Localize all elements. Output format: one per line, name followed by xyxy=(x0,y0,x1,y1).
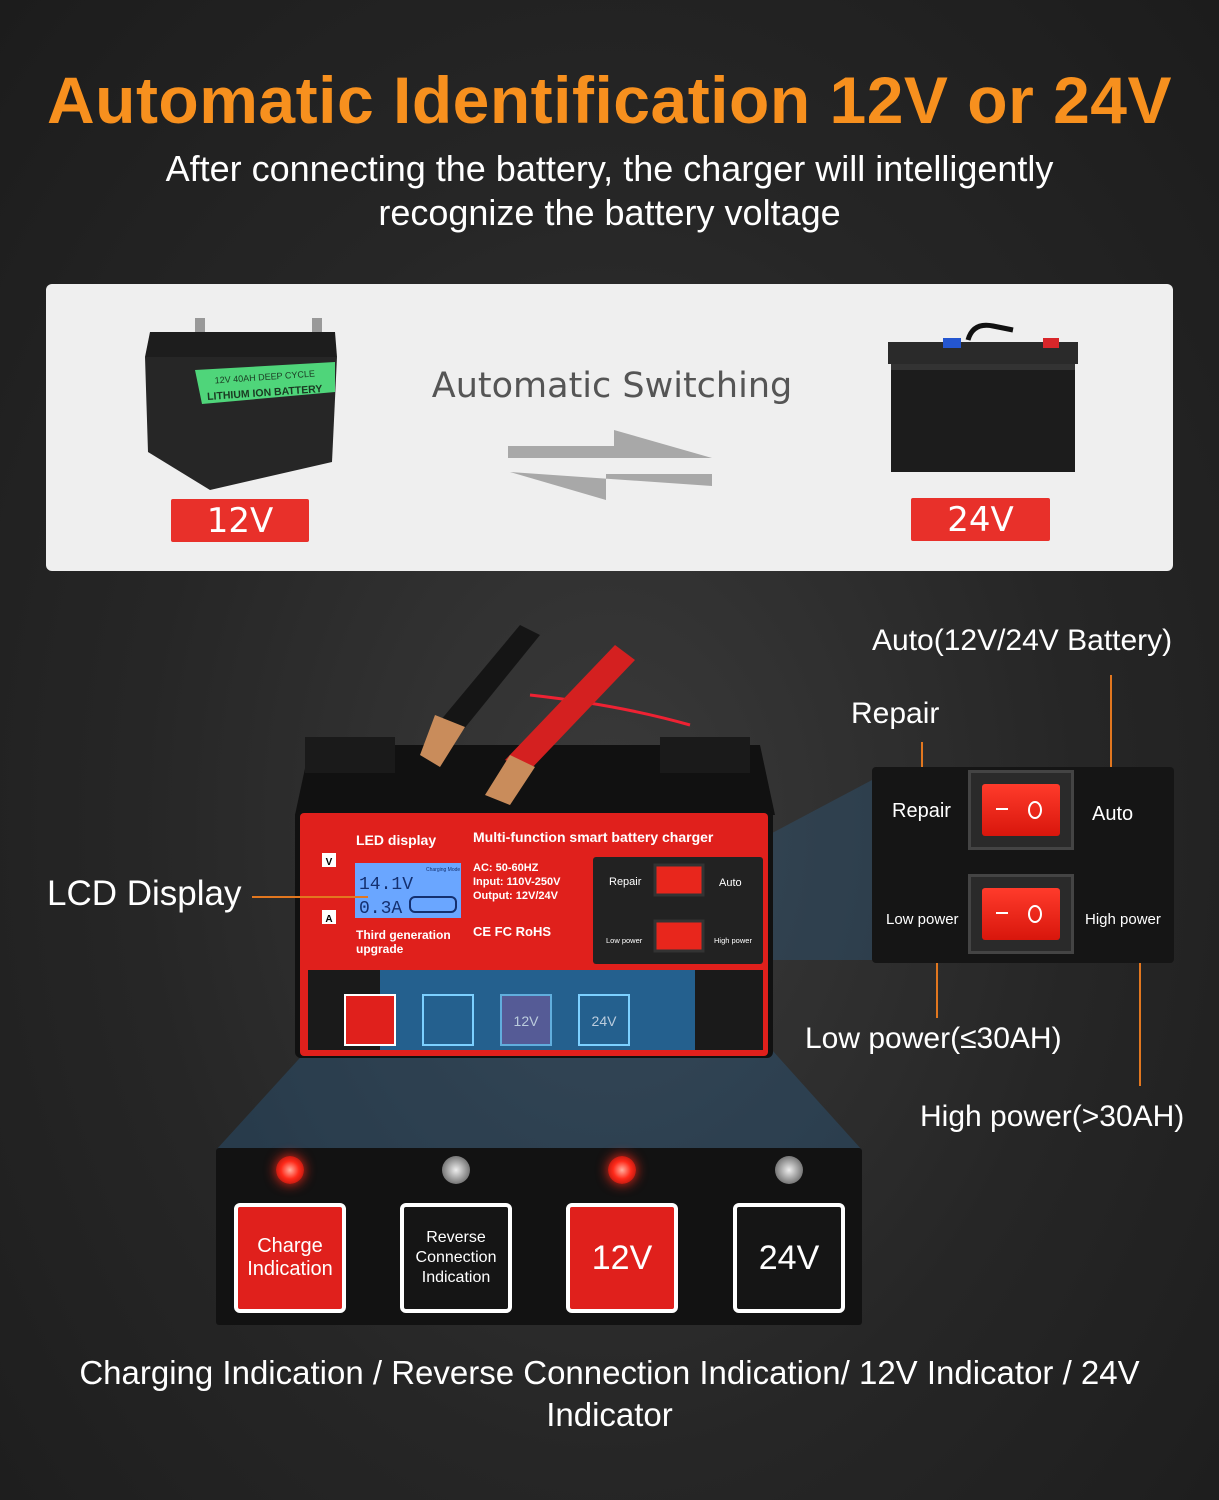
charger-ind-12v: 12V xyxy=(514,1013,540,1029)
upgrade-line-2: upgrade xyxy=(356,942,404,956)
indicator-reverse-line-1: Reverse xyxy=(426,1229,486,1246)
callout-low-power: Low power(≤30AH) xyxy=(805,1022,1062,1055)
lcd-voltage: 14.1V xyxy=(359,875,413,895)
switch-arrows-icon xyxy=(508,430,712,500)
indicator-24v-label: 24V xyxy=(758,1238,820,1277)
callout-line xyxy=(252,896,368,898)
charger-switch-low: Low power xyxy=(606,936,643,945)
charger-ind-24v: 24V xyxy=(592,1013,618,1029)
switch-label-repair: Repair xyxy=(892,800,951,822)
switch-label-auto: Auto xyxy=(1092,803,1134,825)
callout-line xyxy=(1139,940,1141,1086)
charger-switch-auto: Auto xyxy=(719,877,742,889)
repair-auto-switch[interactable] xyxy=(968,770,1074,850)
callout-line xyxy=(1110,675,1112,795)
v-tag: V xyxy=(326,857,333,868)
indicator-24v: 24V xyxy=(733,1203,845,1313)
callout-line xyxy=(936,940,938,1018)
indicator-12v-label: 12V xyxy=(591,1238,653,1277)
indicator-charge-line-2: Indication xyxy=(247,1258,333,1280)
a-tag: A xyxy=(325,914,332,925)
indicator-charge: Charge Indication xyxy=(234,1203,346,1313)
lithium-battery-image: 12V 40AH DEEP CYCLE LITHIUM ION BATTERY xyxy=(145,318,337,490)
indicator-reverse: Reverse Connection Indication xyxy=(400,1203,512,1313)
indicator-reverse-line-2: Connection xyxy=(415,1249,497,1266)
callout-high-power: High power(>30AH) xyxy=(920,1100,1185,1133)
car-battery-image xyxy=(888,322,1078,472)
led-24v-icon xyxy=(775,1156,803,1184)
charger-image: LED display Multi-function smart battery… xyxy=(295,625,775,1058)
led-12v-icon xyxy=(608,1156,636,1184)
spec-output: Output: 12V/24V xyxy=(473,890,559,902)
callout-lcd-display: LCD Display xyxy=(47,874,242,913)
lcd-mode: Charging Mode xyxy=(426,867,460,873)
indicator-12v: 12V xyxy=(566,1203,678,1313)
indicator-reverse-line-3: Indication xyxy=(421,1269,491,1286)
subtitle-line-2: recognize the battery voltage xyxy=(378,192,841,233)
charger-switch-repair: Repair xyxy=(609,876,642,888)
certifications: CE FC RoHS xyxy=(473,924,551,939)
callout-repair: Repair xyxy=(851,697,940,730)
product-name: Multi-function smart battery charger xyxy=(473,829,714,845)
led-display-label: LED display xyxy=(356,832,436,848)
label-12v: 12V xyxy=(171,499,309,542)
label-24v: 24V xyxy=(911,498,1050,541)
power-switch[interactable] xyxy=(968,874,1074,954)
charger-switch-high: High power xyxy=(714,936,752,945)
led-reverse-icon xyxy=(442,1156,470,1184)
callout-auto: Auto(12V/24V Battery) xyxy=(872,624,1173,657)
spec-ac: AC: 50-60HZ xyxy=(473,862,539,874)
upgrade-line-1: Third generation xyxy=(356,928,451,942)
spec-input: Input: 110V-250V xyxy=(473,876,561,888)
subtitle-line-1: After connecting the battery, the charge… xyxy=(165,148,1054,189)
page-title: Automatic Identification 12V or 24V xyxy=(46,63,1173,137)
footer-caption: Charging Indication / Reverse Connection… xyxy=(79,1354,1140,1433)
lcd-current: 0.3A xyxy=(359,899,402,919)
automatic-switching-label: Automatic Switching xyxy=(431,366,793,406)
led-charge-icon xyxy=(276,1156,304,1184)
switch-label-high-power: High power xyxy=(1085,911,1161,928)
indicator-charge-line-1: Charge xyxy=(257,1235,323,1257)
switch-label-low-power: Low power xyxy=(886,911,959,928)
